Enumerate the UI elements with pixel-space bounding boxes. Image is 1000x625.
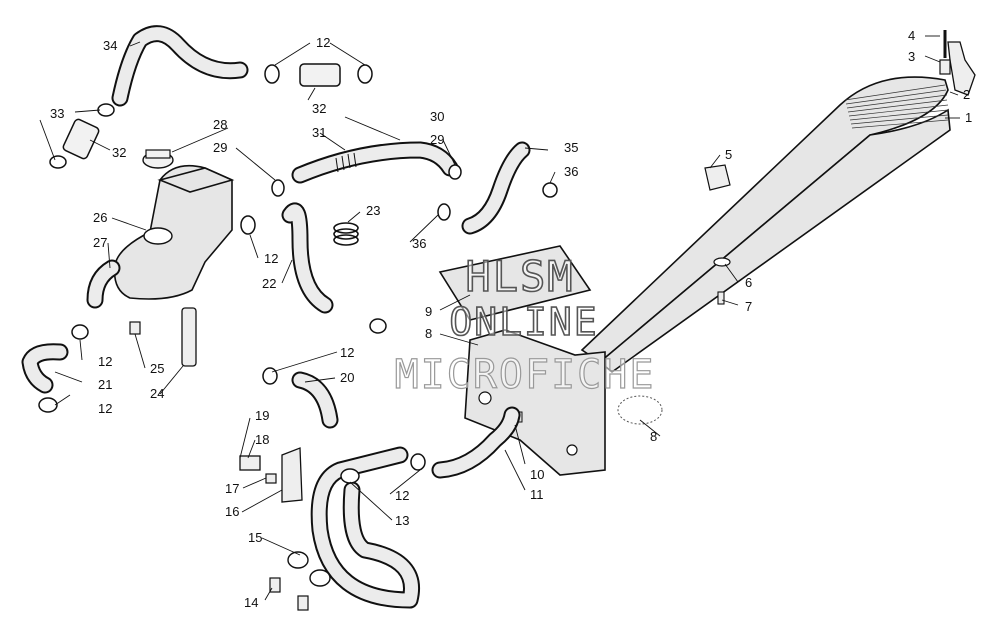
callout-23: 23 xyxy=(366,203,380,218)
callout-9: 9 xyxy=(425,304,432,319)
coolant-reservoir xyxy=(113,149,235,367)
bracket-parts xyxy=(239,447,331,611)
hose-21 xyxy=(21,343,69,394)
callout-17: 17 xyxy=(225,481,239,496)
hose-32-top xyxy=(299,63,341,87)
heat-exchanger xyxy=(438,76,951,374)
callout-8-left: 8 xyxy=(425,326,432,341)
callout-20: 20 xyxy=(340,370,354,385)
hose-35 xyxy=(461,141,531,235)
callout-33: 33 xyxy=(50,106,64,121)
callout-15: 15 xyxy=(248,530,262,545)
hose-30-31 xyxy=(291,141,459,184)
hose-clamps xyxy=(38,64,558,484)
callout-13: 13 xyxy=(395,513,409,528)
callout-30: 30 xyxy=(430,109,444,124)
callout-12-c: 12 xyxy=(98,354,112,369)
callout-2: 2 xyxy=(963,87,970,102)
callout-12-a: 12 xyxy=(316,35,330,50)
reservoir-cap-26 xyxy=(143,227,173,245)
leader-lines xyxy=(39,35,960,601)
callout-12-f: 12 xyxy=(395,488,409,503)
callout-18: 18 xyxy=(255,432,269,447)
callout-22: 22 xyxy=(262,276,276,291)
hose-20 xyxy=(291,371,339,429)
callout-1: 1 xyxy=(965,110,972,125)
callout-27: 27 xyxy=(93,235,107,250)
hose-27 xyxy=(86,259,121,309)
strap-24 xyxy=(181,307,197,367)
callout-3: 3 xyxy=(908,49,915,64)
callout-21: 21 xyxy=(98,377,112,392)
callout-32-top: 32 xyxy=(312,101,326,116)
callout-12-d: 12 xyxy=(98,401,112,416)
callout-32-left: 32 xyxy=(112,145,126,160)
callout-6: 6 xyxy=(745,275,752,290)
callout-29-a: 29 xyxy=(213,140,227,155)
callout-12-b: 12 xyxy=(264,251,278,266)
callout-8-right: 8 xyxy=(650,429,657,444)
callout-35: 35 xyxy=(564,140,578,155)
hose-13 xyxy=(310,446,420,609)
hardware-top-right xyxy=(617,30,976,425)
callout-12-e: 12 xyxy=(340,345,354,360)
callout-29-b: 29 xyxy=(430,132,444,147)
callout-16: 16 xyxy=(225,504,239,519)
callout-5: 5 xyxy=(725,147,732,162)
callout-7: 7 xyxy=(745,299,752,314)
callout-11: 11 xyxy=(530,487,544,502)
callout-labels: 1 2 3 4 5 6 7 8 8 8 9 10 11 12 12 12 12 … xyxy=(50,28,972,610)
hose-34 xyxy=(111,25,249,107)
screw-25 xyxy=(129,321,141,335)
watermark-line-1: HLSM xyxy=(465,251,575,302)
watermark-line-3: MICROFICHE xyxy=(394,351,656,398)
callout-31: 31 xyxy=(312,125,326,140)
callout-24: 24 xyxy=(150,386,164,401)
callout-19: 19 xyxy=(255,408,269,423)
callout-26: 26 xyxy=(93,210,107,225)
callout-25: 25 xyxy=(150,361,164,376)
callout-36-a: 36 xyxy=(564,164,578,179)
spring-23 xyxy=(333,222,359,246)
callout-34: 34 xyxy=(103,38,117,53)
hose-22 xyxy=(281,202,334,314)
callout-36-b: 36 xyxy=(412,236,426,251)
hose-32-left xyxy=(62,118,100,160)
callout-14: 14 xyxy=(244,595,258,610)
callout-28: 28 xyxy=(213,117,227,132)
callout-10: 10 xyxy=(530,467,544,482)
watermark-line-2: ONLINE xyxy=(449,299,599,345)
callout-4: 4 xyxy=(908,28,915,43)
hose-11 xyxy=(431,406,521,479)
